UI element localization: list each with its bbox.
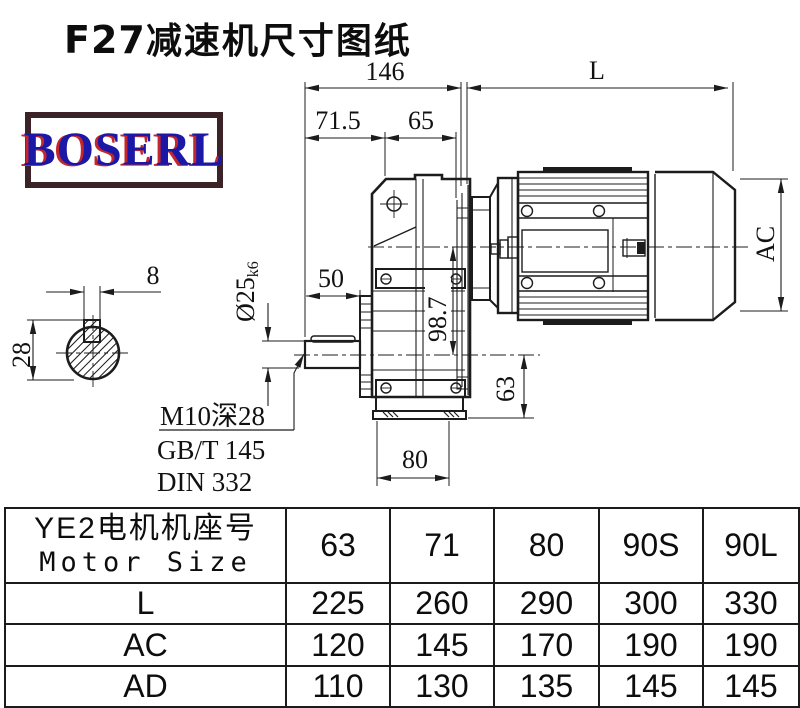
dim-65: 65 xyxy=(408,106,434,135)
motor xyxy=(471,167,737,325)
shaft-key xyxy=(310,335,356,343)
tapped-hole-note: M10深28 GB/T 145 DIN 332 xyxy=(157,353,305,497)
cell-L-63: 225 xyxy=(285,582,391,625)
title-text: 减速机尺寸图纸 xyxy=(145,21,412,61)
shaft-cross-section: 8 28 xyxy=(7,261,161,391)
row-label-AC: AC xyxy=(4,623,287,667)
cell-AC-90S: 190 xyxy=(598,623,704,667)
dim-63: 63 xyxy=(491,376,520,402)
tie-bolt xyxy=(592,276,606,290)
table-row-header: YE2电机机座号 Motor Size 63 71 80 90S 90L xyxy=(4,507,800,584)
cell-AD-63: 110 xyxy=(285,665,391,708)
cell-L-90S: 300 xyxy=(598,582,704,625)
table-row-AD: AD 110 130 135 145 145 xyxy=(4,665,800,708)
dim-71-5: 71.5 xyxy=(315,106,361,135)
gearbox-housing xyxy=(303,173,472,420)
title-model: F27 xyxy=(64,18,146,62)
dim-shaft-diameter: Ø25k6 xyxy=(231,261,262,322)
upper-bolt-strip xyxy=(375,268,466,289)
row-label-AD: AD xyxy=(4,665,287,708)
tie-bolt xyxy=(592,204,606,218)
motor-size-71: 71 xyxy=(389,507,495,584)
motor-size-table: YE2电机机座号 Motor Size 63 71 80 90S 90L L 2… xyxy=(4,507,800,708)
header-motor-size: YE2电机机座号 Motor Size xyxy=(4,507,287,584)
table-row-L: L 225 260 290 300 330 xyxy=(4,582,800,625)
boserl-logo: BOSERL xyxy=(23,112,225,188)
cell-AD-80: 135 xyxy=(493,665,600,708)
header-motor-size-en: Motor Size xyxy=(39,546,252,578)
note-din-standard: DIN 332 xyxy=(157,467,252,497)
tie-bolt xyxy=(520,276,534,290)
cell-AD-90L: 145 xyxy=(702,665,800,708)
dim-key-height: 28 xyxy=(7,342,36,368)
tie-bolt xyxy=(520,204,534,218)
motor-size-90S: 90S xyxy=(598,507,704,584)
fan-cover xyxy=(655,170,737,322)
motor-size-80: 80 xyxy=(493,507,600,584)
motor-size-90L: 90L xyxy=(702,507,800,584)
cell-L-71: 260 xyxy=(389,582,495,625)
dim-146: 146 xyxy=(366,57,405,86)
output-shaft xyxy=(303,339,362,370)
page-title: F27减速机尺寸图纸 xyxy=(64,12,412,64)
housing-outline xyxy=(370,173,472,399)
dim-AC: AC xyxy=(751,226,780,262)
cell-L-80: 290 xyxy=(493,582,600,625)
dim-98-7: 98.7 xyxy=(423,297,452,343)
motor-size-63: 63 xyxy=(285,507,391,584)
motor-adapter xyxy=(471,196,491,301)
dim-L: L xyxy=(589,56,605,85)
cell-AD-90S: 145 xyxy=(598,665,704,708)
note-gb-standard: GB/T 145 xyxy=(157,435,265,465)
stator-block xyxy=(521,229,609,273)
dim-80: 80 xyxy=(402,445,428,474)
cell-AC-63: 120 xyxy=(285,623,391,667)
table-row-AC: AC 120 145 170 190 190 xyxy=(4,623,800,667)
cell-L-90L: 330 xyxy=(702,582,800,625)
cell-AC-90L: 190 xyxy=(702,623,800,667)
dim-key-width: 8 xyxy=(147,261,160,290)
motor-top-rail xyxy=(543,167,632,173)
row-label-L: L xyxy=(4,582,287,625)
cell-AD-71: 130 xyxy=(389,665,495,708)
cell-AC-80: 170 xyxy=(493,623,600,667)
motor-body xyxy=(516,170,650,322)
motor-bottom-rail xyxy=(543,320,632,325)
header-motor-size-cn: YE2电机机座号 xyxy=(34,512,257,546)
note-tapped-hole: M10深28 xyxy=(160,401,265,431)
cell-AC-71: 145 xyxy=(389,623,495,667)
dim-50: 50 xyxy=(318,264,344,293)
boserl-logo-text: BOSERL xyxy=(23,123,225,176)
dimension-annotations: 146 L 71.5 65 AC Ø25k6 50 xyxy=(231,56,788,486)
dimension-drawing: 8 28 xyxy=(7,56,788,497)
